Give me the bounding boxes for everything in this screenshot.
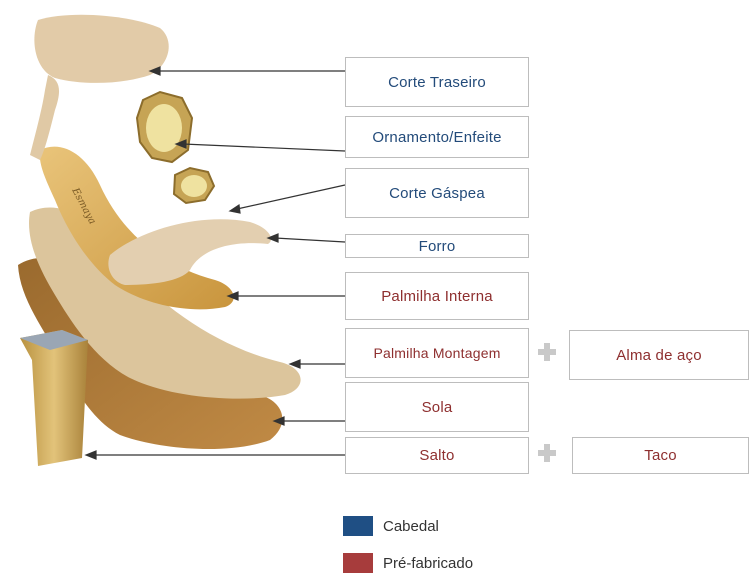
ornament-small-inner — [181, 175, 207, 197]
legend-item-cabedal: Cabedal — [343, 516, 439, 536]
arrow-corte-gaspea — [236, 184, 346, 210]
insole-shape — [39, 146, 234, 310]
plus-icon — [538, 444, 556, 462]
label-alma-de-aco: Alma de aço — [569, 330, 749, 380]
legend-item-pre-fabricado: Pré-fabricado — [343, 553, 473, 573]
legend-swatch-cabedal — [343, 516, 373, 536]
label-ornamento-enfeite: Ornamento/Enfeite — [345, 116, 529, 158]
arrow-ornamento — [182, 143, 346, 152]
back-strap-shape — [30, 75, 60, 160]
heel-shape — [20, 330, 88, 466]
legend-label-cabedal: Cabedal — [383, 517, 439, 535]
leader-arrows — [84, 66, 346, 460]
ornament-large-inner — [146, 104, 182, 152]
label-palmilha-interna: Palmilha Interna — [345, 272, 529, 320]
plus-icon — [538, 343, 556, 361]
back-counter-shape — [34, 14, 169, 83]
label-sola: Sola — [345, 382, 529, 432]
label-forro: Forro — [345, 234, 529, 258]
label-corte-traseiro: Corte Traseiro — [345, 57, 529, 107]
arrow-forro — [274, 237, 346, 243]
label-taco: Taco — [572, 437, 749, 474]
label-palmilha-montagem: Palmilha Montagem — [345, 328, 529, 378]
legend-swatch-pre-fabricado — [343, 553, 373, 573]
label-salto: Salto — [345, 437, 529, 474]
heel-top-shape — [20, 330, 88, 350]
legend-label-pre-fabricado: Pré-fabricado — [383, 554, 474, 572]
label-corte-gaspea: Corte Gáspea — [345, 168, 529, 218]
vamp-shape — [108, 219, 271, 285]
